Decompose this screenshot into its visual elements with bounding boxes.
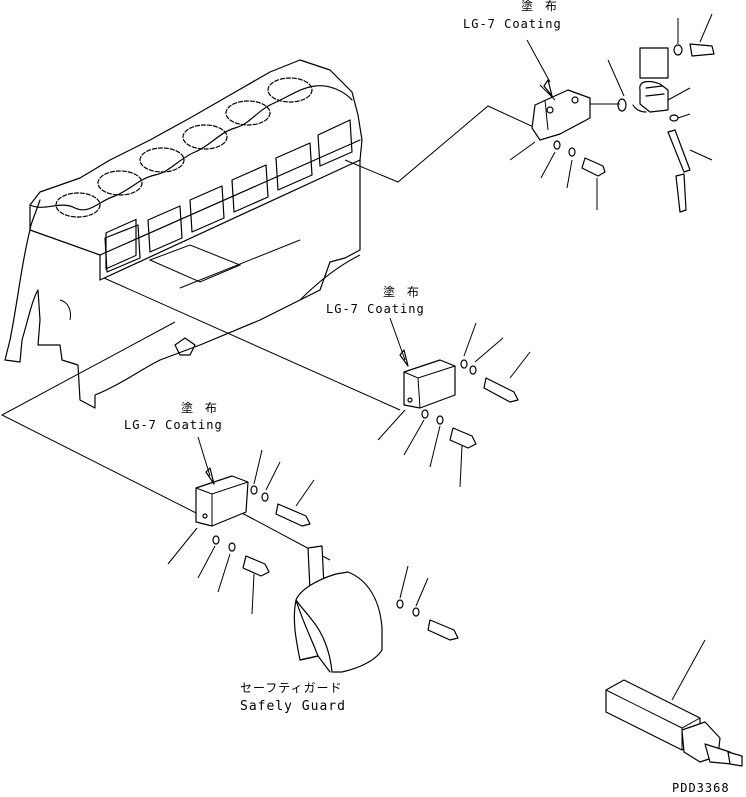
label-coating-1: 塗 布 LG-7 Coating [463,0,562,31]
upper-bracket [531,89,591,141]
tool-assembly [605,639,743,767]
coating-2-en: LG-7 Coating [326,302,425,316]
lower-bracket [195,475,249,527]
coating-3-jp: 塗 布 [181,400,221,415]
lower-bracket-assembly [167,436,315,615]
middle-bracket-assembly [377,317,531,488]
coating-3-en: LG-7 Coating [124,418,223,432]
safety-guard-en: Safely Guard [240,699,346,714]
engine-block [4,59,363,409]
label-coating-3: 塗 布 LG-7 Coating [124,400,223,432]
coating-1-en: LG-7 Coating [463,17,562,31]
drawing-code: PDD3368 [672,781,730,795]
assembly-leaders [0,105,541,561]
coating-2-jp: 塗 布 [383,284,423,299]
coating-1-jp: 塗 布 [521,0,561,13]
label-safety-guard: セーフティガード Safely Guard [240,681,346,714]
label-coating-2: 塗 布 LG-7 Coating [326,284,425,316]
middle-bracket [403,359,456,409]
safety-guard-jp: セーフティガード [240,681,343,695]
upper-bracket-assembly [509,13,715,213]
safety-guard [293,545,459,673]
